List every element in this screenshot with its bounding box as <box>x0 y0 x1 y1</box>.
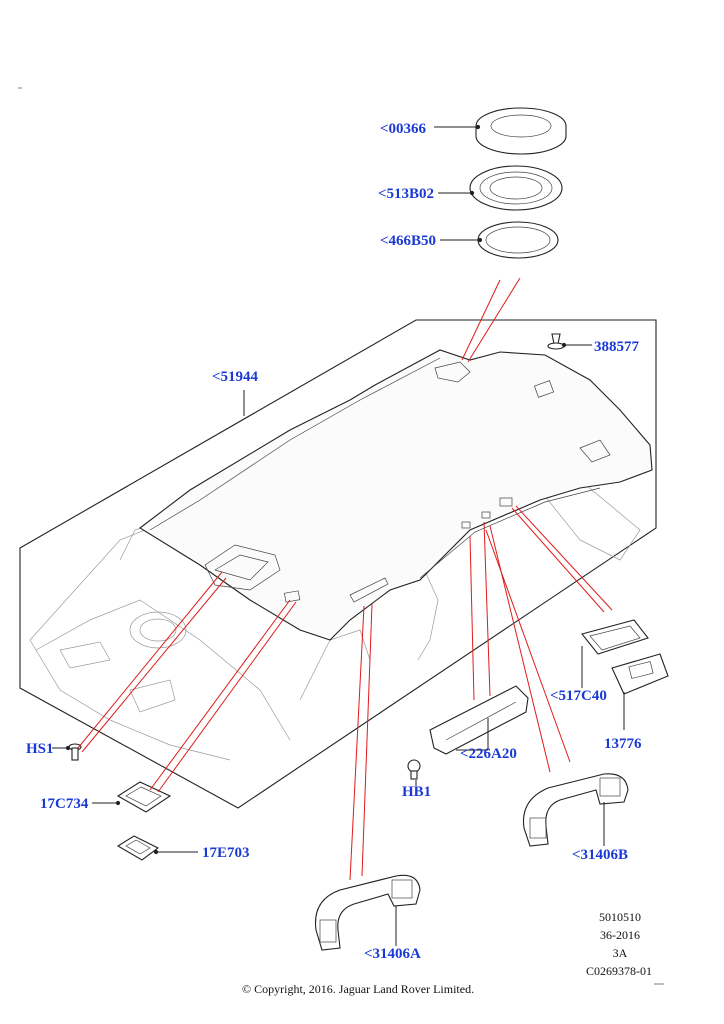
label-517c40[interactable]: <517C40 <box>550 688 607 704</box>
label-17e703[interactable]: 17E703 <box>202 845 250 861</box>
reference-illustration-id: C0269378-01 <box>586 964 652 978</box>
grab-handle-front <box>314 874 421 951</box>
speaker-recess <box>434 361 471 383</box>
sensor-cover <box>116 835 160 861</box>
reinforcement-bracket <box>429 685 529 755</box>
mirror-bezel <box>116 781 172 813</box>
reference-revision: 3A <box>612 946 628 960</box>
label-13776[interactable]: 13776 <box>604 736 642 752</box>
cutout-a <box>461 521 471 529</box>
bolt-hb1 <box>407 759 421 780</box>
reference-code: 5010510 <box>599 910 641 924</box>
copyright-notice: © Copyright, 2016. Jaguar Land Rover Lim… <box>242 982 475 996</box>
speaker-grille <box>469 165 563 211</box>
headlining-edge-left <box>149 357 441 531</box>
lamp-cutout <box>284 590 301 603</box>
console-cutout <box>204 544 281 591</box>
label-31406b[interactable]: <31406B <box>572 847 629 863</box>
interior-lamp <box>611 653 669 695</box>
console-detail <box>214 554 269 581</box>
headlining-edge-right <box>419 487 601 579</box>
label-51944[interactable]: <51944 <box>212 369 259 385</box>
retaining-clip <box>547 333 565 350</box>
cutout-b <box>481 511 491 519</box>
label-466b50[interactable]: <466B50 <box>380 233 437 249</box>
rear-bracket <box>579 439 611 463</box>
handle-cutout <box>349 577 389 603</box>
vehicle-frame-outline <box>19 319 657 809</box>
reference-date: 36-2016 <box>600 928 640 942</box>
label-hs1[interactable]: HS1 <box>26 741 54 757</box>
leader-lines <box>52 124 625 946</box>
label-388577[interactable]: 388577 <box>594 339 639 355</box>
mount-bracket <box>533 380 555 398</box>
speaker-trim-ring <box>477 221 559 259</box>
label-513b02[interactable]: <513B02 <box>378 186 435 202</box>
label-31406a[interactable]: <31406A <box>364 946 421 962</box>
label-hb1[interactable]: HB1 <box>402 784 432 800</box>
label-17c734[interactable]: 17C734 <box>40 796 89 812</box>
speaker-foam-ring <box>475 107 567 155</box>
grab-handle-rear <box>522 773 629 847</box>
label-00366[interactable]: <00366 <box>380 121 427 137</box>
label-226a20[interactable]: <226A20 <box>460 746 517 762</box>
red-leader-lines <box>77 277 613 881</box>
lamp-lens <box>581 619 649 655</box>
cutout-c <box>499 497 513 507</box>
headlining-panel <box>139 349 653 641</box>
